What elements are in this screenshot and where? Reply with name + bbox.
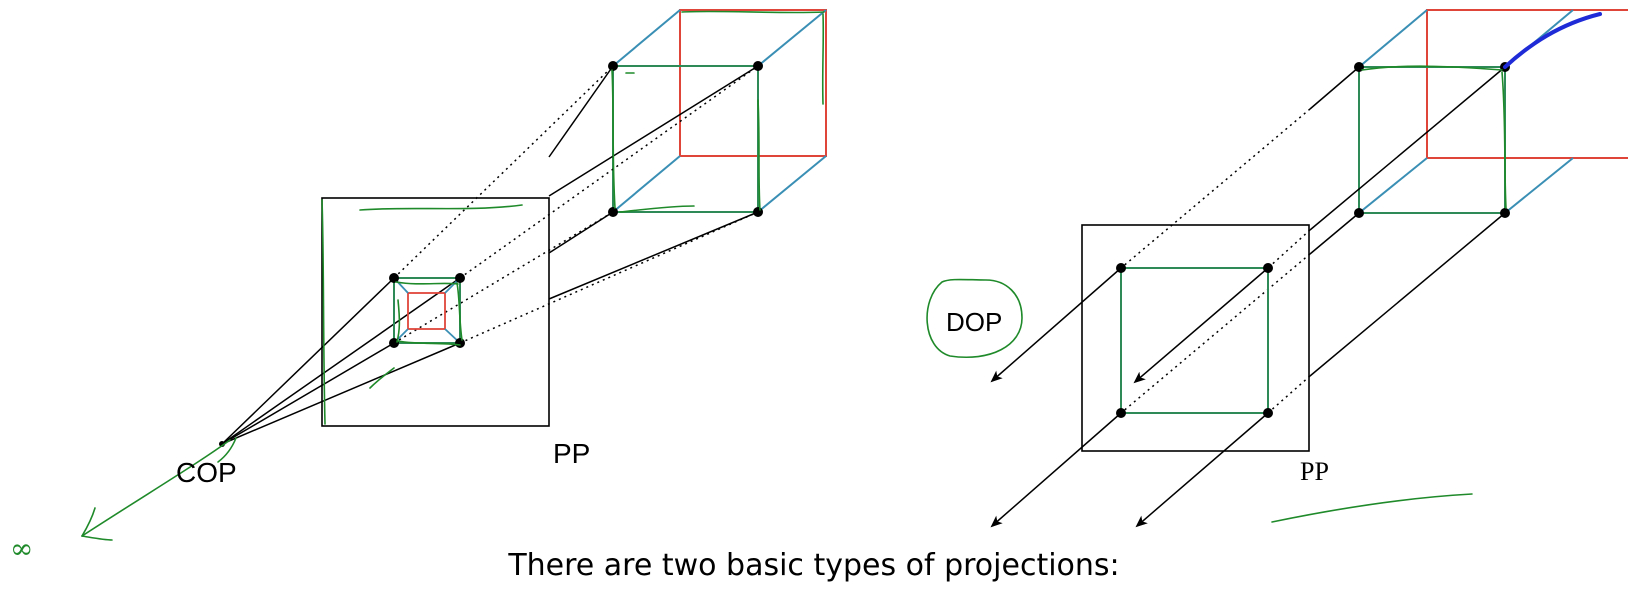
pp-label-left: PP <box>553 438 590 469</box>
handwritten-annotations-left <box>81 10 825 541</box>
handwritten-annotations-right <box>926 12 1602 523</box>
perspective-diagram: ∞ COP PP <box>10 9 827 565</box>
cube-front-face-left <box>612 65 759 213</box>
projection-plane-right <box>1081 224 1310 452</box>
projection-plane-left <box>321 197 550 427</box>
projected-back-face-left <box>407 292 446 330</box>
parallel-diagram: DOP PP <box>926 9 1628 528</box>
cube-back-face-left <box>679 9 827 157</box>
pp-label-right: PP <box>1300 457 1329 486</box>
projected-face-right <box>1120 267 1269 414</box>
caption: There are two basic types of projections… <box>508 548 1120 583</box>
cube-back-face-right <box>1426 9 1628 159</box>
vertices-left <box>219 61 763 447</box>
infinity-mark: ∞ <box>10 532 33 565</box>
projected-depth-edges-left <box>393 277 461 344</box>
cube-front-face-right <box>1358 66 1506 214</box>
cube-depth-edges-left <box>612 9 827 213</box>
vertices-right <box>1116 62 1510 418</box>
projectors-left <box>221 65 759 445</box>
dop-label: DOP <box>946 307 1002 337</box>
projectors-right <box>990 66 1506 528</box>
cop-label: COP <box>176 457 237 488</box>
